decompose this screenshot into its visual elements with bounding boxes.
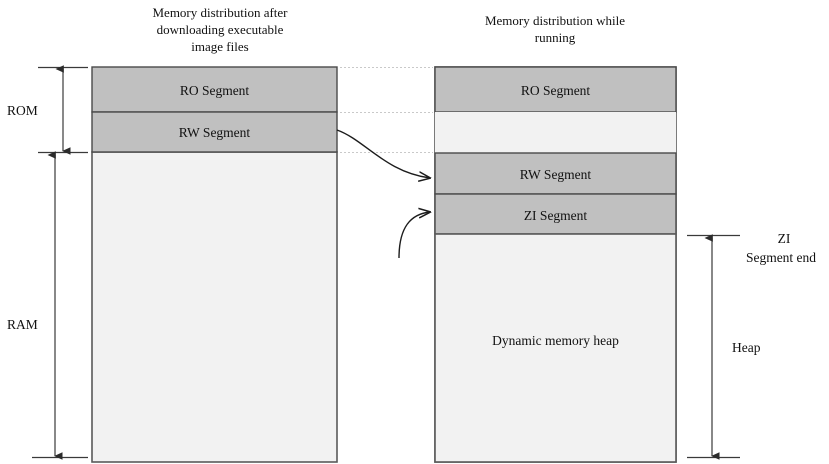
zi-segment-creation-arrow [398,212,430,259]
flow-arrows [336,129,430,259]
right-heap-region [434,233,677,463]
right-zi-segment-rect [434,193,677,235]
left-title-line-2: downloading executable [157,22,284,37]
right-rw-segment-label: RW Segment [520,167,592,182]
left-memory-block: RO Segment RW Segment [91,66,338,463]
rw-segment-relocation-arrow [336,129,430,178]
right-ro-segment-rect [434,66,677,113]
right-title-line-1: Memory distribution while [485,13,625,28]
guide-lines [340,67,433,153]
left-rw-segment-label: RW Segment [179,125,251,140]
left-column-title: Memory distribution after downloading ex… [152,5,288,54]
left-title-line-1: Memory distribution after [152,5,288,20]
rom-axis-label: ROM [7,103,38,118]
right-zi-segment-label: ZI Segment [524,208,588,223]
left-rw-segment-rect [91,111,338,153]
zi-segment-end-label-line-1: ZI [778,231,791,246]
right-ro-segment-label: RO Segment [521,83,591,98]
left-ro-segment-label: RO Segment [180,83,250,98]
right-memory-block: RO Segment RW Segment ZI Segment Dynamic… [434,66,677,463]
right-gap-region [435,112,676,153]
zi-segment-end-label-line-2: Segment end [746,250,816,265]
heap-axis-label: Heap [732,340,761,355]
left-title-line-3: image files [191,39,248,54]
left-dimension-axis: ROM RAM [7,65,88,460]
right-title-line-2: running [535,30,576,45]
right-heap-label: Dynamic memory heap [492,333,619,348]
right-column-title: Memory distribution while running [485,13,625,45]
left-empty-region [91,151,338,463]
ram-axis-label: RAM [7,317,38,332]
right-rw-segment-rect [434,152,677,195]
right-dimension-axis: ZI Segment end Heap [687,231,816,460]
